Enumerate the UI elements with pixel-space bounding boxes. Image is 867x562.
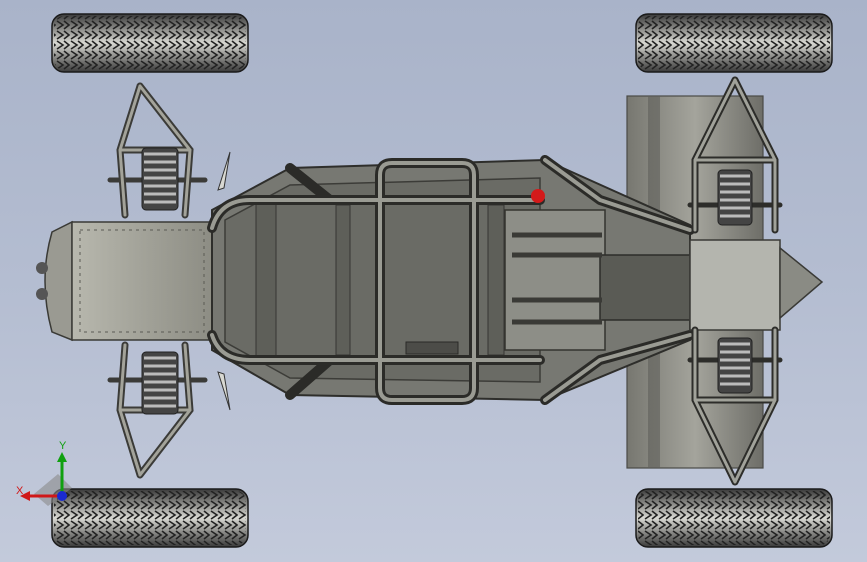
wheel-front-right[interactable]	[51, 488, 249, 548]
wheel-front-left[interactable]	[51, 13, 249, 73]
front-shock-left[interactable]	[141, 147, 179, 211]
wheel-rear-right[interactable]	[635, 488, 833, 548]
engine-bay[interactable]	[504, 189, 824, 351]
rear-shock-left[interactable]	[717, 169, 753, 226]
coordinate-triad: X Y	[12, 438, 82, 508]
front-shock-right[interactable]	[141, 351, 179, 415]
z-axis-dot	[57, 491, 67, 501]
rear-shock-right[interactable]	[717, 337, 753, 394]
nose-plate[interactable]	[36, 220, 213, 342]
mirror-right	[217, 371, 231, 411]
mirror-left	[217, 151, 231, 191]
y-axis-label: Y	[59, 440, 67, 452]
x-axis-label: X	[16, 485, 24, 497]
wheel-rear-left[interactable]	[635, 13, 833, 73]
red-fuel-cap	[531, 189, 545, 203]
